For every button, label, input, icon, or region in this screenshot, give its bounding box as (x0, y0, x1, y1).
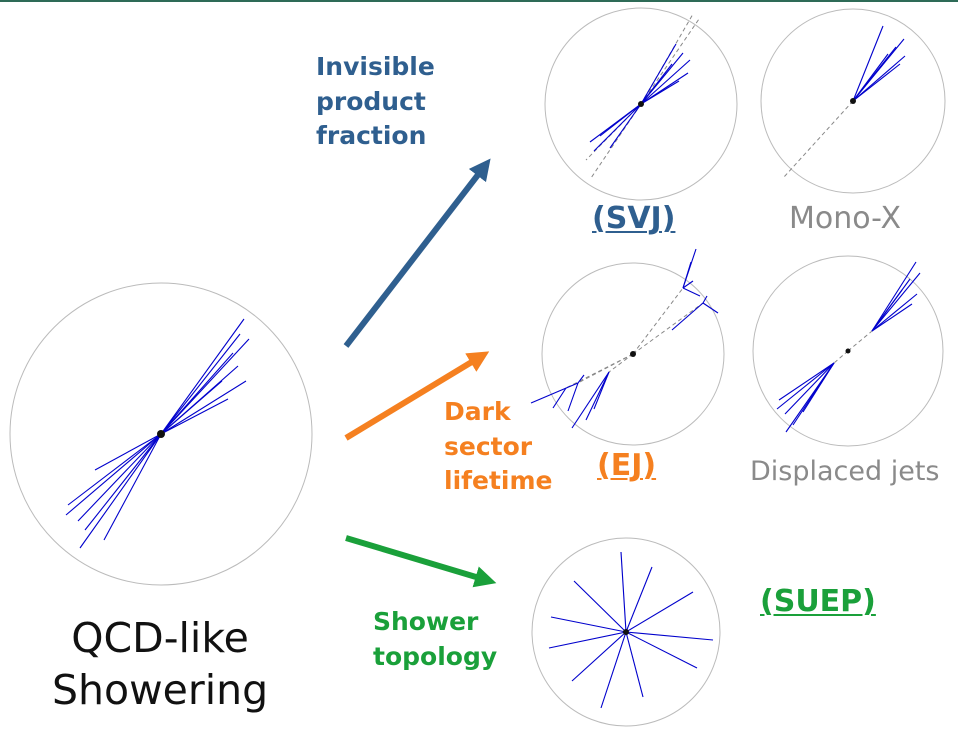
ej-label: (EJ) (597, 448, 657, 483)
monox-label: Mono-X (789, 201, 902, 236)
shower-topology-arrow (345, 535, 497, 588)
suep-label: (SUEP) (760, 584, 876, 619)
displaced-jets-event-display (752, 255, 944, 447)
qcd-event-display (9, 282, 313, 586)
monox-event-display (760, 8, 946, 194)
dark-sector-line-2: sector (444, 431, 533, 461)
shower-topology-line-1: Shower (373, 607, 479, 636)
displaced-jets-label: Displaced jets (750, 456, 940, 487)
dark-sector-lifetime-label: Dark sector lifetime (444, 395, 553, 499)
svj-event-display (544, 7, 738, 201)
dark-sector-line-1: Dark (444, 397, 511, 426)
shower-topology-label: Shower topology (373, 605, 497, 674)
top-rule (0, 0, 958, 2)
shower-topology-line-2: topology (373, 641, 498, 671)
invisible-fraction-line-2: product (316, 86, 426, 116)
suep-event-display (531, 537, 721, 727)
qcd-label-line-2: Showering (52, 666, 269, 715)
dark-sector-line-3: lifetime (444, 466, 553, 495)
invisible-fraction-line-3: fraction (316, 121, 427, 150)
invisible-fraction-arrow (343, 158, 491, 348)
dark-sector-lifetime-arrow (344, 351, 490, 441)
qcd-label: QCD-like Showering (52, 612, 268, 717)
ej-event-display (530, 248, 725, 446)
qcd-label-line-1: QCD-like (71, 614, 249, 662)
svj-label: (SVJ) (592, 201, 676, 236)
invisible-fraction-label: Invisible product fraction (316, 50, 435, 154)
invisible-fraction-line-1: Invisible (316, 52, 435, 81)
